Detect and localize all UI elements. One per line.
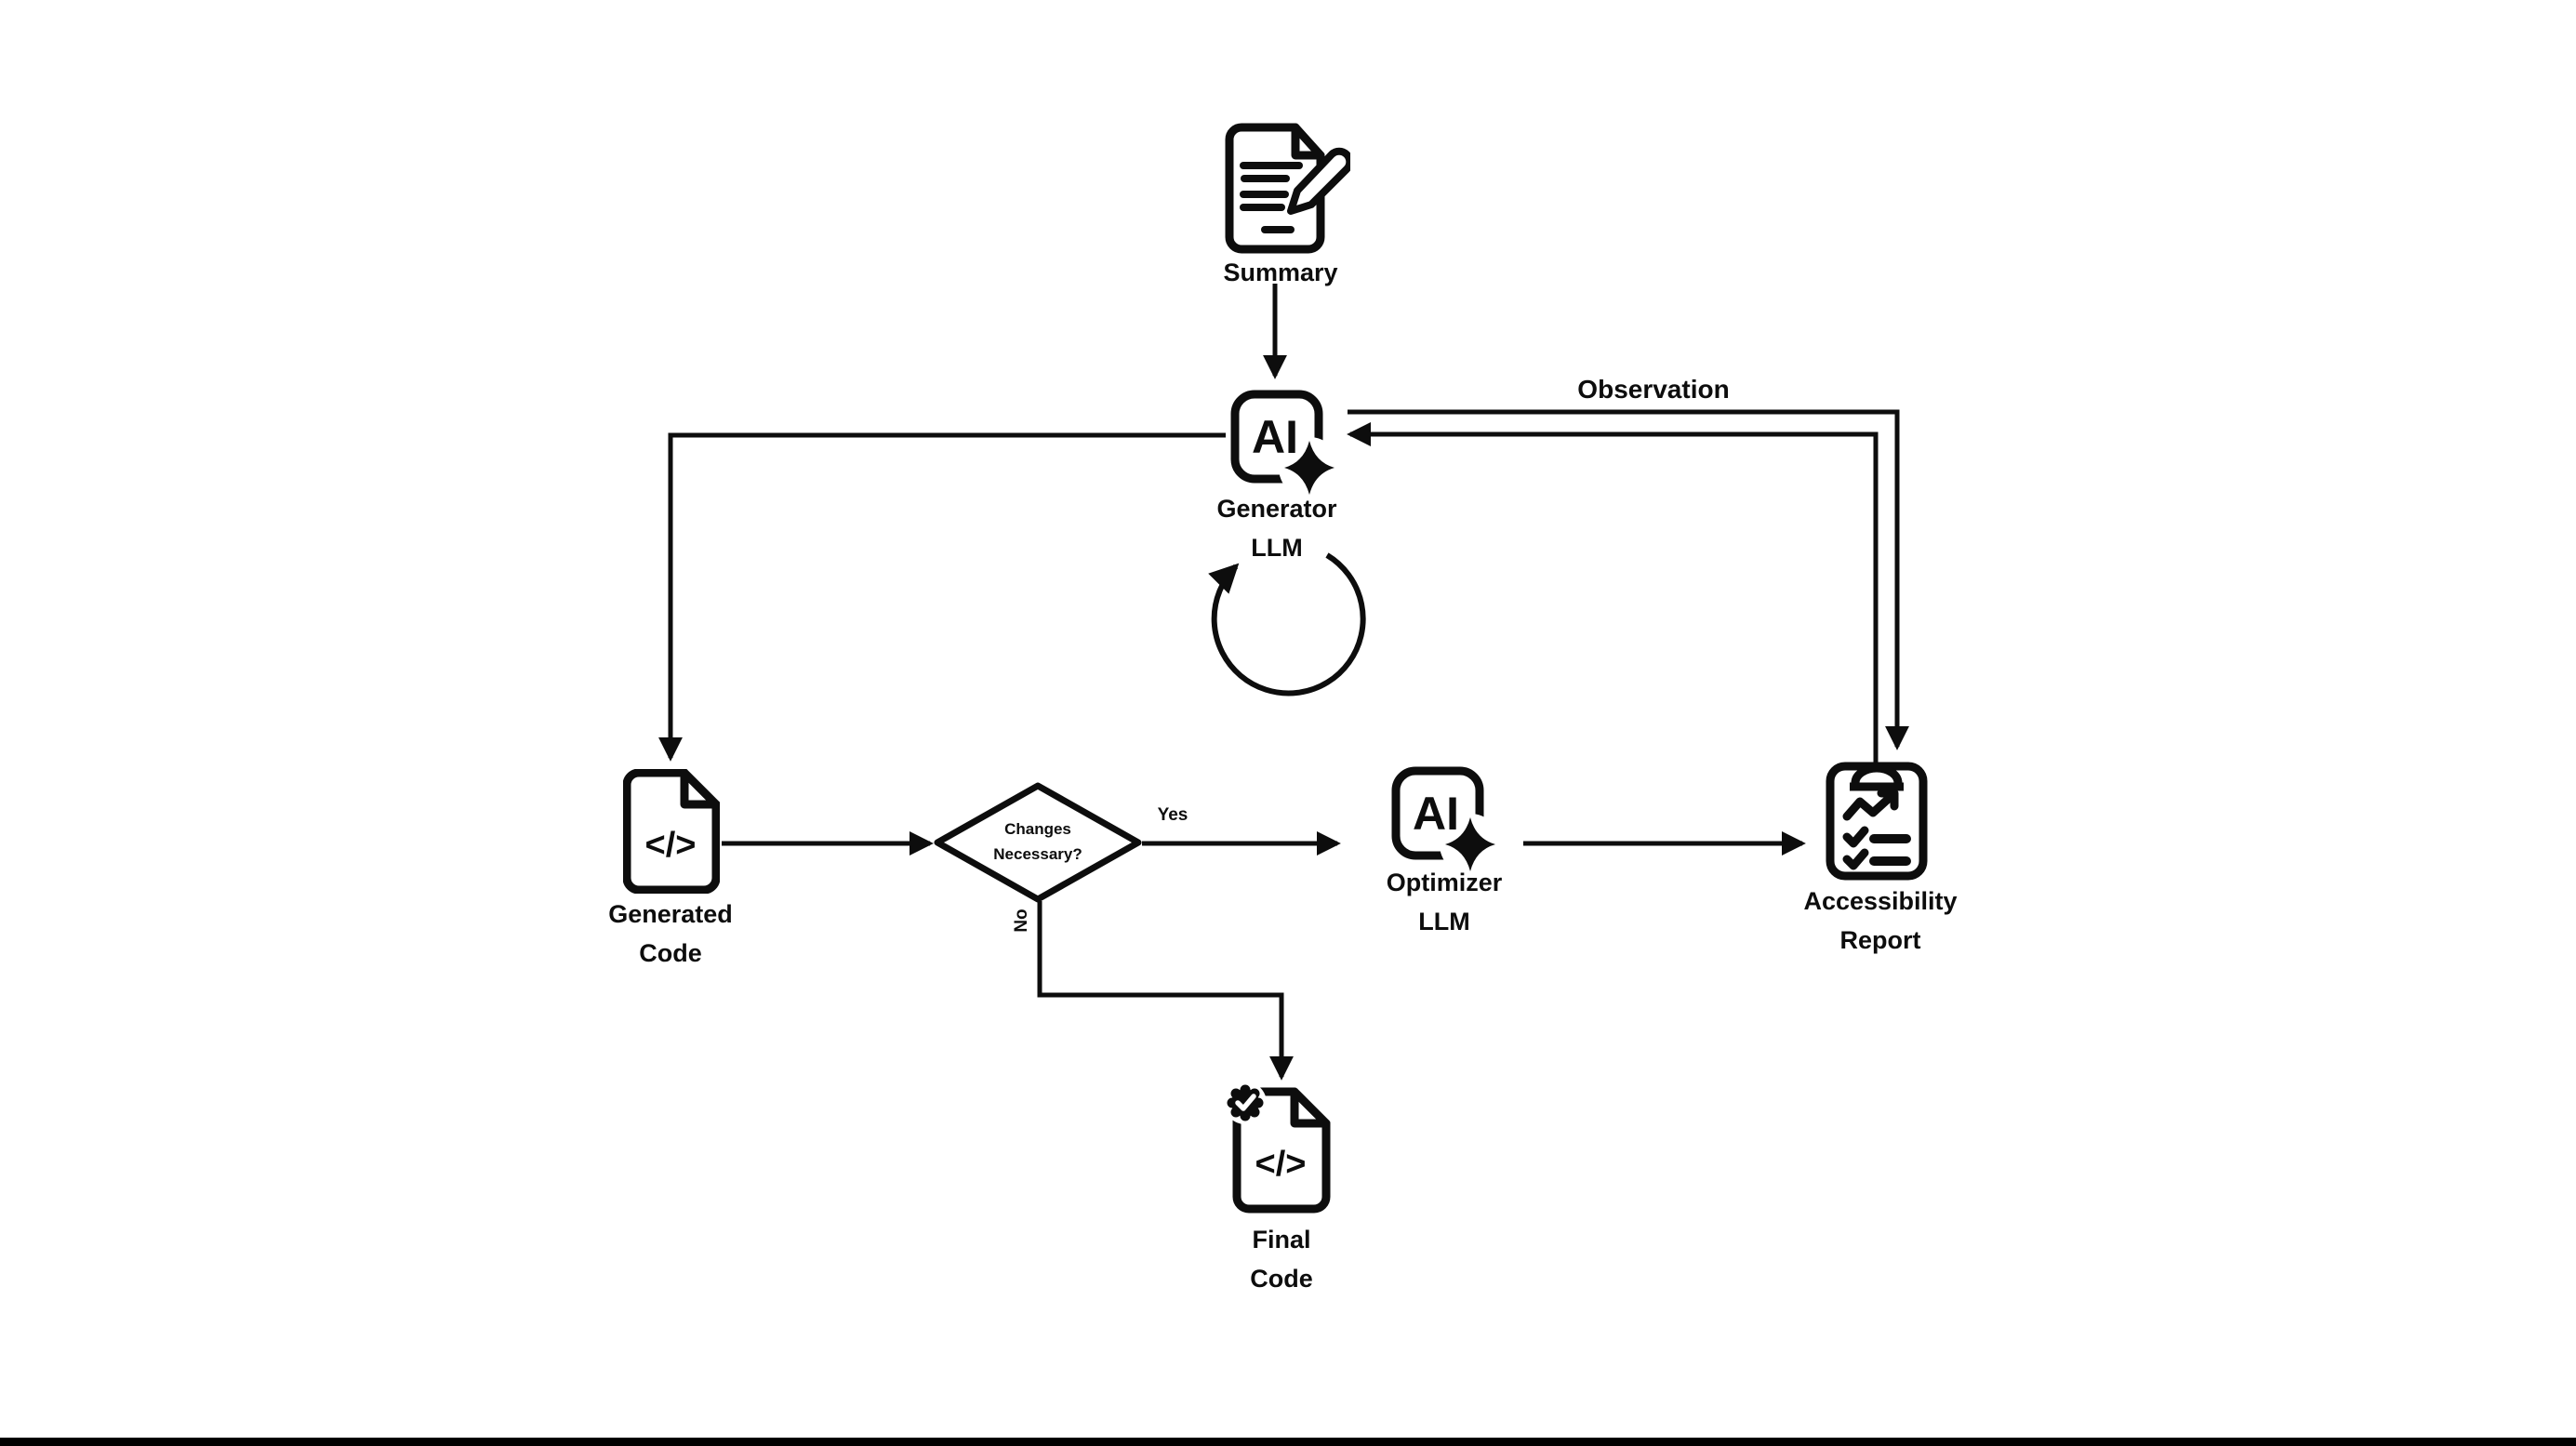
edge-report-observation-to-generator: [1347, 422, 1879, 763]
final-code-label: Final Code: [1250, 1226, 1313, 1293]
verified-badge-icon: [1224, 1081, 1267, 1124]
generator-loop-arrow: [1208, 552, 1366, 696]
no-edge-label: No: [1012, 909, 1031, 933]
file-outline: [622, 768, 721, 895]
generator-llm-label: Generator LLM: [1216, 495, 1337, 562]
trend-arrowhead: [1877, 789, 1899, 811]
document-outline: [1225, 123, 1325, 254]
accessibility-report-icon: [1825, 755, 1929, 886]
edge-generator-to-report-outer: [1348, 409, 1909, 750]
summary-icon: [1220, 121, 1354, 260]
check-icon: [1842, 848, 1869, 870]
generated-code-icon: </>: [622, 768, 721, 898]
optimizer-llm-icon: AI: [1388, 761, 1520, 882]
sparkle-icon: [1445, 817, 1495, 871]
sparkle-icon: [1284, 441, 1334, 495]
ai-square-outline: [1391, 766, 1484, 860]
decision-diamond: [934, 782, 1142, 903]
accessibility-report-label: Accessibility Report: [1803, 887, 1958, 954]
pencil-icon: [1287, 147, 1354, 215]
code-glyph: </>: [645, 826, 697, 865]
yes-edge-label: Yes: [1157, 805, 1188, 825]
observation-edge-label: Observation: [1577, 375, 1730, 404]
summary-label: Summary: [1223, 259, 1338, 286]
ai-letters: AI: [1252, 411, 1298, 463]
ai-letters: AI: [1413, 788, 1459, 840]
trend-line-icon: [1842, 790, 1897, 821]
file-fold: [680, 768, 721, 809]
generated-code-label: Generated Code: [608, 900, 733, 967]
check-icon: [1842, 826, 1869, 848]
decision-label: Changes Necessary?: [993, 820, 1082, 863]
document-fold: [1291, 123, 1325, 160]
code-glyph: </>: [1255, 1145, 1307, 1184]
file-fold: [1290, 1087, 1331, 1128]
badge-check-icon: [1235, 1094, 1256, 1111]
final-code-icon: </>: [1224, 1081, 1334, 1221]
bottom-edge-bar: [0, 1438, 2576, 1446]
ai-square-outline: [1230, 390, 1323, 484]
edge-generator-to-generated-code: [658, 432, 1226, 762]
generator-llm-icon: AI: [1228, 384, 1360, 505]
edge-decision-no-to-final-code: [1037, 901, 1294, 1081]
optimizer-llm-label: Optimizer LLM: [1386, 869, 1503, 935]
clipboard-clip: [1851, 763, 1903, 784]
